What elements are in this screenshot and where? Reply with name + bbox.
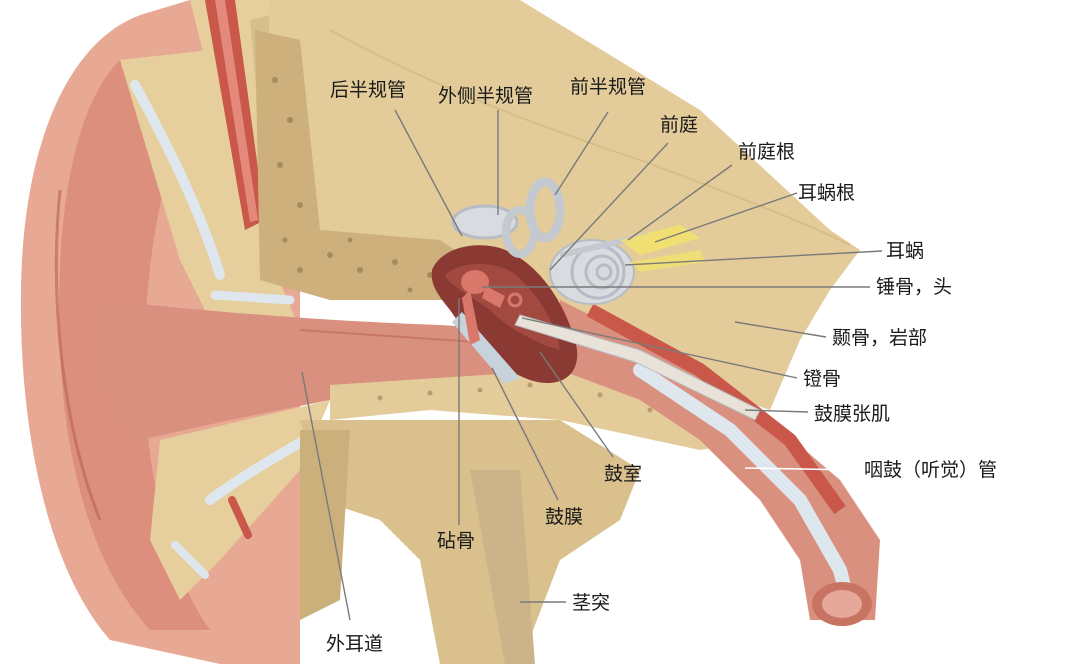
leader-tensor (744, 409, 809, 413)
label-stapes: 镫骨 (803, 368, 842, 390)
inferior-bone (300, 420, 640, 664)
leader-lines (301, 109, 883, 621)
leader-anterior-canal (554, 111, 609, 196)
label-tympanic-cavity: 鼓室 (604, 463, 643, 485)
ossicles (461, 270, 523, 345)
label-malleus-head: 锤骨，头 (876, 276, 953, 298)
leader-posterior-canal (394, 109, 463, 237)
auricle-cartilage (120, 50, 330, 600)
label-vestibular-root: 前庭根 (738, 141, 796, 163)
leader-eustachian (744, 467, 859, 471)
leader-petrous (734, 321, 827, 338)
external-canal-region (96, 300, 760, 450)
leader-stapes (521, 317, 798, 379)
label-vestibule: 前庭 (660, 114, 699, 136)
label-anterior-semicircular-canal: 前半规管 (570, 76, 647, 98)
label-tensor-tympani: 鼓膜张肌 (814, 403, 891, 425)
leader-tympanic-membrane (491, 367, 559, 501)
tensor-tympani-shape (514, 314, 761, 421)
label-temporal-bone-petrous: 颞骨，岩部 (832, 327, 928, 349)
styloid-process (470, 470, 535, 664)
label-posterior-semicircular-canal: 后半规管 (330, 79, 407, 101)
leader-cochlea (624, 250, 883, 266)
leader-vestibular-root (627, 164, 733, 241)
label-lateral-semicircular-canal: 外侧半规管 (438, 85, 534, 107)
label-styloid-process: 茎突 (572, 592, 611, 614)
leader-tympanic-cavity (539, 351, 614, 458)
leader-vestibule (549, 142, 669, 271)
label-external-auditory-canal: 外耳道 (326, 633, 384, 655)
label-eustachian-tube: 咽鼓（听觉）管 (864, 459, 998, 481)
label-tympanic-membrane: 鼓膜 (545, 506, 584, 528)
label-incus: 砧骨 (437, 530, 476, 552)
leader-external-canal (301, 371, 351, 621)
label-cochlea: 耳蜗 (886, 240, 925, 262)
label-cochlear-root: 耳蜗根 (798, 182, 856, 204)
leader-cochlear-root (654, 192, 798, 243)
